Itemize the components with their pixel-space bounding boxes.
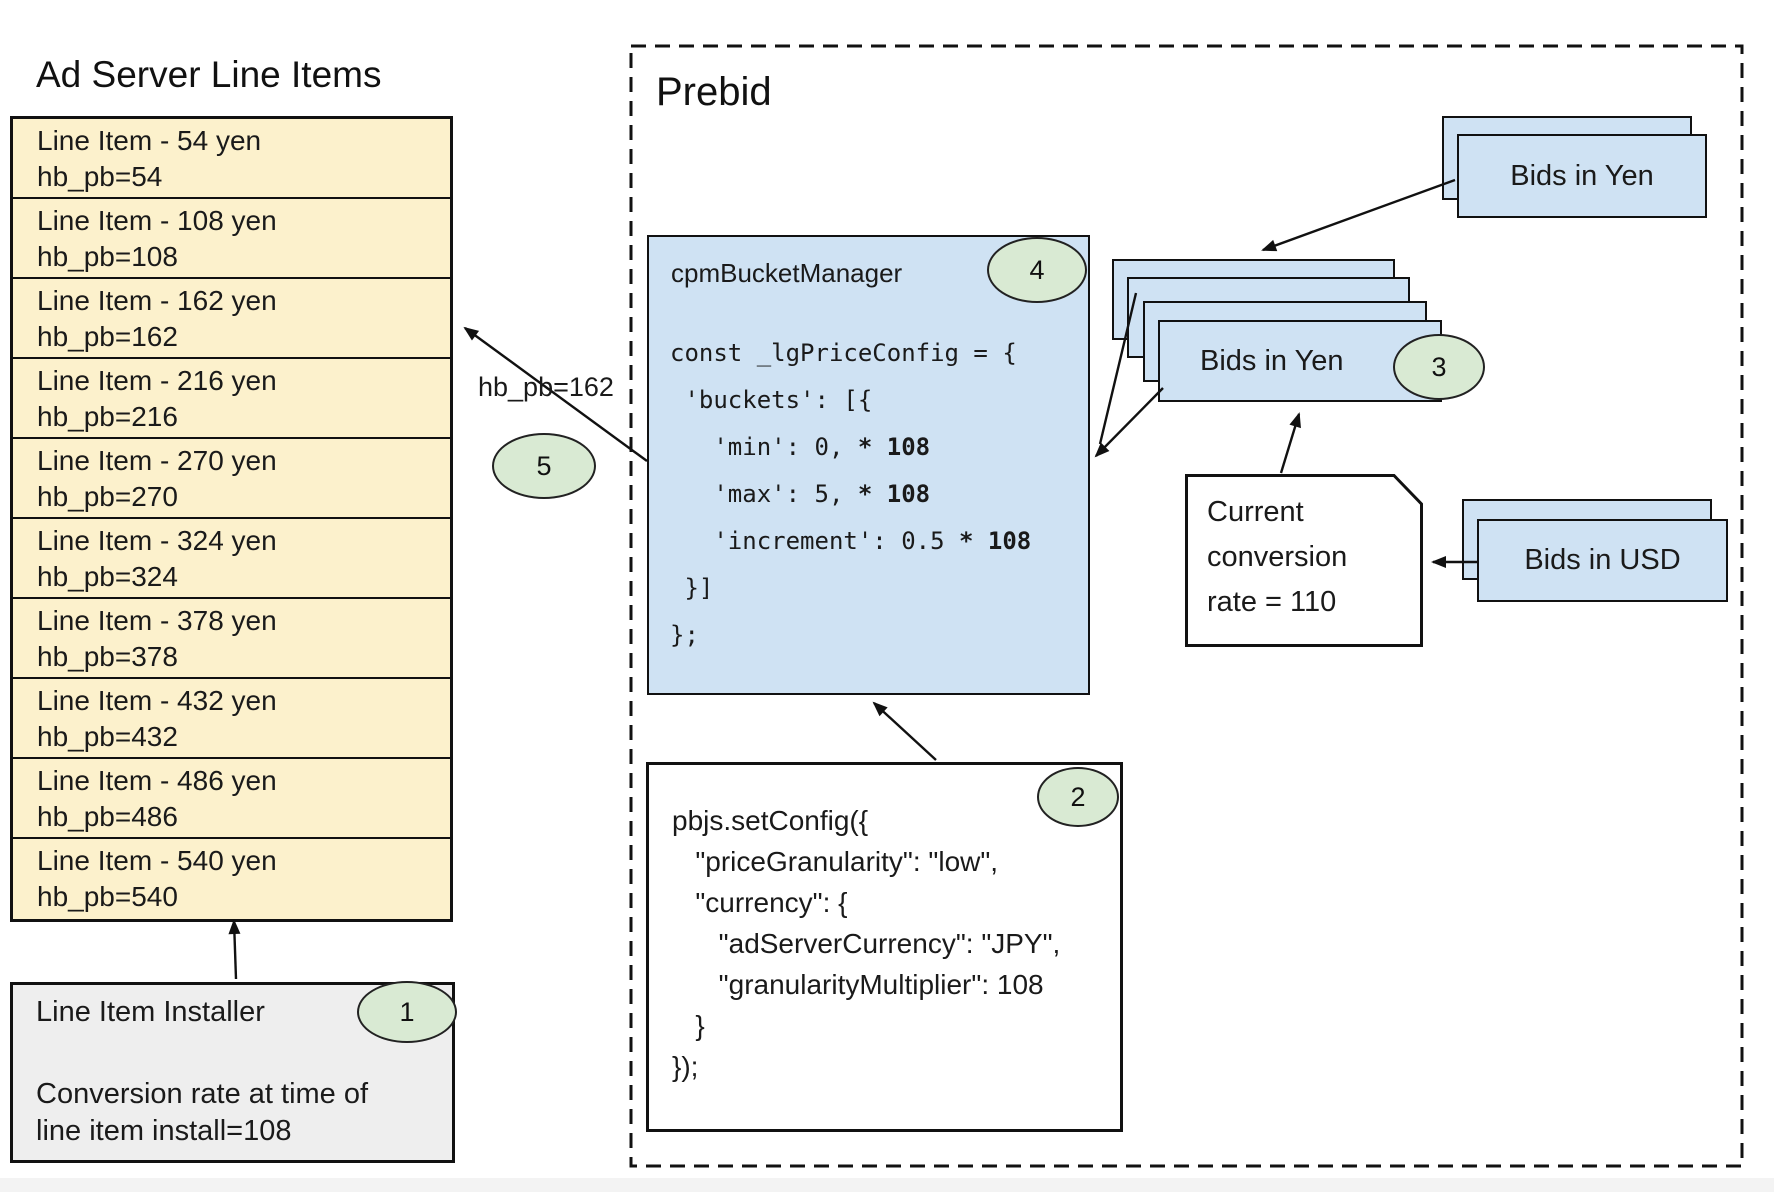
code-segment: const _lgPriceConfig = { — [670, 339, 1017, 367]
installer-note-line: Conversion rate at time of — [36, 1078, 369, 1110]
prebid-title: Prebid — [656, 70, 772, 114]
code-segment-bold: * 108 — [857, 433, 931, 461]
bids-in-yen-top-front-card: Bids in Yen — [1457, 134, 1707, 218]
line-item-row: Line Item - 324 yen hb_pb=324 — [13, 519, 450, 599]
line-item-name: Line Item - 162 yen — [37, 285, 277, 316]
note-line: Current — [1207, 496, 1304, 528]
code-line: const _lgPriceConfig = { — [670, 330, 1031, 377]
code-segment: 'max': 5, — [670, 480, 858, 508]
line-item-name: Line Item - 540 yen — [37, 845, 277, 876]
bids-in-usd-front-card: Bids in USD — [1477, 519, 1728, 602]
code-segment-bold: * 108 — [857, 480, 931, 508]
step-badge-4: 4 — [987, 237, 1087, 303]
line-item-name: Line Item - 216 yen — [37, 365, 277, 396]
step-badge-1: 1 — [357, 981, 457, 1043]
line-item-row: Line Item - 486 yen hb_pb=486 — [13, 759, 450, 839]
line-item-row: Line Item - 108 yen hb_pb=108 — [13, 199, 450, 279]
line-item-hbpb: hb_pb=162 — [37, 321, 178, 352]
line-item-name: Line Item - 270 yen — [37, 445, 277, 476]
line-item-hbpb: hb_pb=216 — [37, 401, 178, 432]
line-item-name: Line Item - 54 yen — [37, 125, 262, 156]
arrow-note-to-yen-stack — [1279, 412, 1301, 474]
installer-note: Conversion rate at time of line item inst… — [36, 1076, 368, 1150]
note-line: rate = 110 — [1207, 586, 1337, 618]
code-segment: 'buckets': [{ — [670, 386, 873, 414]
step-badge-2: 2 — [1037, 767, 1119, 827]
line-item-hbpb: hb_pb=108 — [37, 241, 178, 272]
line-item-hbpb: hb_pb=378 — [37, 641, 178, 672]
cpm-bucket-manager-title: cpmBucketManager — [671, 258, 903, 288]
code-line: } — [672, 1010, 705, 1041]
line-item-hbpb: hb_pb=540 — [37, 881, 178, 912]
arrow-yen-stack-to-cpm — [1094, 387, 1164, 458]
page-bottom-strip — [0, 1178, 1774, 1192]
code-line: 'buckets': [{ — [670, 377, 1031, 424]
ad-server-title: Ad Server Line Items — [36, 54, 382, 95]
step-badge-5: 5 — [492, 433, 596, 499]
line-item-row: Line Item - 270 yen hb_pb=270 — [13, 439, 450, 519]
code-line: }); — [672, 1051, 699, 1082]
bids-in-usd-label: Bids in USD — [1524, 544, 1681, 576]
installer-note-line: line item install=108 — [36, 1115, 292, 1147]
line-item-row: Line Item - 162 yen hb_pb=162 — [13, 279, 450, 359]
line-item-row: Line Item - 378 yen hb_pb=378 — [13, 599, 450, 679]
arrow-yen-top-to-stack — [1261, 178, 1456, 252]
line-item-name: Line Item - 324 yen — [37, 525, 277, 556]
conversion-note-text: Current conversion rate = 110 — [1207, 490, 1347, 625]
code-line: 'increment': 0.5 * 108 — [670, 518, 1031, 565]
line-item-name: Line Item - 432 yen — [37, 685, 277, 716]
line-item-hbpb: hb_pb=324 — [37, 561, 178, 592]
line-item-row: Line Item - 216 yen hb_pb=216 — [13, 359, 450, 439]
line-item-hbpb: hb_pb=54 — [37, 161, 163, 192]
arrow-setconfig-to-cpm — [872, 701, 937, 761]
arrow-installer-to-table — [228, 919, 241, 980]
line-item-row: Line Item - 540 yen hb_pb=540 — [13, 839, 450, 919]
line-item-row: Line Item - 432 yen hb_pb=432 — [13, 679, 450, 759]
line-item-name: Line Item - 486 yen — [37, 765, 277, 796]
line-item-hbpb: hb_pb=270 — [37, 481, 178, 512]
code-line: 'max': 5, * 108 — [670, 471, 1031, 518]
code-line: "priceGranularity": "low", — [672, 846, 999, 877]
code-line: }] — [670, 565, 1031, 612]
bids-in-yen-top-label: Bids in Yen — [1510, 159, 1654, 192]
code-segment: 'increment': 0.5 — [670, 527, 959, 555]
line-item-name: Line Item - 108 yen — [37, 205, 277, 236]
code-segment: }] — [670, 574, 714, 602]
code-line: pbjs.setConfig({ — [672, 805, 869, 836]
line-item-hbpb: hb_pb=486 — [37, 801, 178, 832]
installer-title: Line Item Installer — [36, 996, 265, 1028]
line-item-hbpb: hb_pb=432 — [37, 721, 178, 752]
line-item-name: Line Item - 378 yen — [37, 605, 277, 636]
code-line: "currency": { — [672, 887, 848, 918]
code-line: "granularityMultiplier": 108 — [672, 969, 1044, 1000]
code-segment-bold: * 108 — [958, 527, 1032, 555]
setconfig-code: pbjs.setConfig({ "priceGranularity": "lo… — [672, 800, 1060, 1087]
hbpb-arrow-label: hb_pb=162 — [478, 372, 614, 402]
line-item-row: Line Item - 54 yen hb_pb=54 — [13, 119, 450, 199]
cpm-code: const _lgPriceConfig = { 'buckets': [{ '… — [670, 330, 1031, 659]
code-line: }; — [670, 612, 1031, 659]
code-segment: 'min': 0, — [670, 433, 858, 461]
code-line: "adServerCurrency": "JPY", — [672, 928, 1061, 959]
step-badge-3: 3 — [1393, 334, 1485, 400]
note-line: conversion — [1207, 541, 1348, 573]
code-segment: }; — [670, 621, 699, 649]
code-line: 'min': 0, * 108 — [670, 424, 1031, 471]
